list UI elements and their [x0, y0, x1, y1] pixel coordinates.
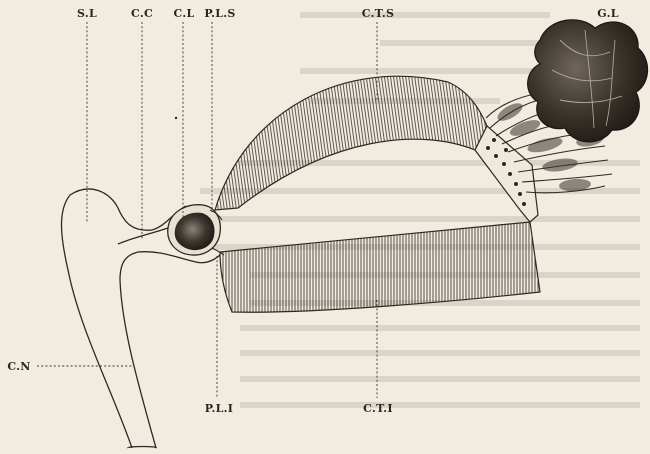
label-cts: C.T.S [362, 7, 394, 20]
label-gl: G.L [597, 7, 618, 20]
label-cti: C.T.I [363, 402, 393, 415]
stray-mark [175, 117, 177, 119]
label-cc: C.C [131, 7, 153, 20]
gland-gl [528, 20, 648, 142]
label-sl: S.L [77, 7, 97, 20]
label-pls: P.L.S [204, 7, 235, 20]
cti-lower-band [220, 222, 540, 312]
label-pli: P.L.I [205, 402, 234, 415]
label-cl: C.L [173, 7, 194, 20]
gland-plate [475, 126, 538, 222]
label-cn: C.N [7, 360, 30, 373]
